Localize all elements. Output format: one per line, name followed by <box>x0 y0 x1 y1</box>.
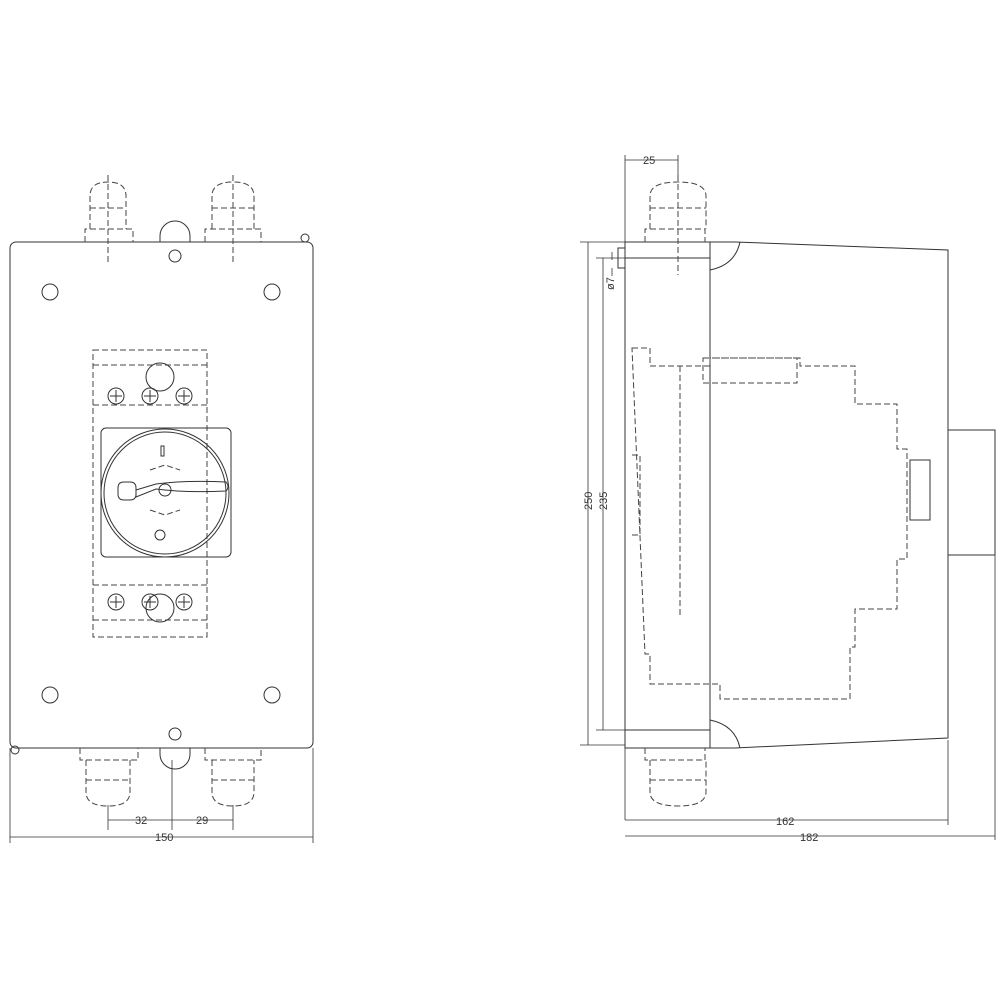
handle-side <box>947 429 996 556</box>
switch-body-hidden <box>92 349 208 638</box>
hidden-lines <box>93 364 207 621</box>
dim-diameter-7: ø7 <box>605 277 617 290</box>
dim-32: 32 <box>135 815 147 827</box>
ear-hole <box>168 249 182 263</box>
rotary-dial-outer <box>100 428 230 558</box>
mount-hole <box>263 283 281 301</box>
ear-hole <box>168 727 182 741</box>
cover-edge <box>625 241 741 749</box>
side-gland-top <box>644 175 707 275</box>
handle-hub <box>158 483 172 497</box>
cover-screw <box>10 745 20 755</box>
mount-hole <box>41 686 59 704</box>
cable-glands-top <box>84 181 262 242</box>
enclosure-front <box>9 241 314 749</box>
top-mounting-ear <box>159 220 191 242</box>
dim-29: 29 <box>196 815 208 827</box>
switch-body-hidden-side <box>631 347 908 700</box>
terminal-screws <box>107 387 193 611</box>
dim-182: 182 <box>800 832 818 844</box>
front-view: 150 32 29 <box>9 175 314 844</box>
dim-162: 162 <box>776 816 794 828</box>
mount-hole <box>41 283 59 301</box>
side-view: 25 ø7 250 235 162 182 <box>580 155 996 844</box>
cable-glands-bottom <box>79 748 262 807</box>
cover-screw <box>300 233 310 243</box>
rotary-dial-inner <box>103 431 227 555</box>
hidden-circle <box>145 362 175 392</box>
bottom-mounting-ear <box>159 748 191 770</box>
dim-width: 150 <box>155 832 173 844</box>
dim-250: 250 <box>583 492 595 510</box>
dim-25: 25 <box>643 155 655 167</box>
position-mark-I <box>160 445 165 457</box>
dim-235: 235 <box>598 492 610 510</box>
side-dimensions: 25 ø7 250 235 162 182 <box>580 155 996 844</box>
mount-hole <box>263 686 281 704</box>
hidden-lines <box>632 357 798 616</box>
gland-centerline <box>107 175 234 265</box>
hidden-circle <box>145 593 175 623</box>
position-mark-O <box>154 529 166 541</box>
shaft-coupling <box>909 459 931 521</box>
hidden-lines <box>149 464 181 516</box>
front-dimensions: 150 32 29 <box>9 748 314 844</box>
enclosure-side <box>624 241 949 749</box>
side-gland-bottom <box>644 748 707 807</box>
rotary-handle[interactable] <box>117 480 229 501</box>
